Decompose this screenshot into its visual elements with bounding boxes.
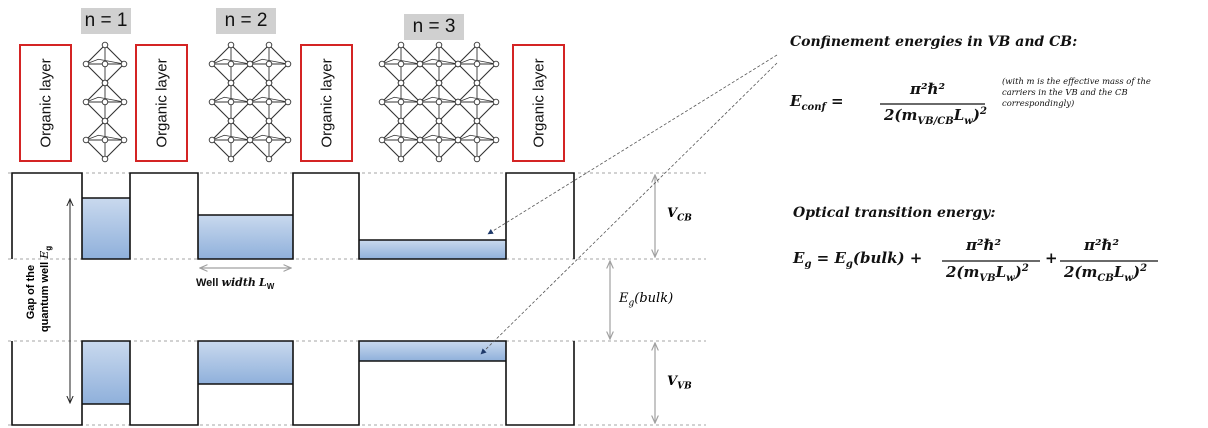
octahedron [378, 41, 424, 87]
octahedron [82, 117, 128, 163]
optical-denominator-1: 2(mVBLw)2 [946, 263, 1029, 284]
organic-layer-3: Organic layer [300, 44, 353, 162]
octahedron [246, 41, 292, 87]
optical-numerator-2: π²ℏ² [1084, 236, 1120, 254]
offset-arrows [610, 175, 655, 423]
octahedron [208, 117, 254, 163]
confinement-lhs: Econf = [790, 92, 844, 113]
perovskite-structures [82, 41, 500, 163]
cb-well-n3 [359, 240, 506, 259]
eg-bulk-label: Eg(bulk) [619, 291, 674, 309]
pointer-to-vb [480, 62, 778, 355]
confinement-denominator: 2(mVB/CBLw)2 [884, 106, 987, 127]
vvb-label: VVB [667, 374, 692, 392]
well-fills [82, 198, 506, 404]
organic-layer-4: Organic layer [512, 44, 565, 162]
vb-well-n1 [82, 341, 130, 404]
vb-well-n3 [359, 341, 506, 361]
octahedron [416, 41, 462, 87]
vb-well-n2 [198, 341, 293, 384]
organic-layer-1: Organic layer [19, 44, 72, 162]
valence-band-line [11, 340, 575, 426]
gap-label: Gap of the quantum well Eg [24, 245, 54, 333]
octahedron [416, 79, 462, 125]
organic-layer-2: Organic layer [135, 44, 188, 162]
octahedron [208, 41, 254, 87]
octahedron [416, 117, 462, 163]
cb-well-n2 [198, 215, 293, 259]
optical-numerator-1: π²ℏ² [966, 236, 1002, 254]
confinement-heading: Confinement energies in VB and CB: [790, 34, 1078, 50]
cb-well-n1 [82, 198, 130, 259]
confinement-note: (with m is the effective mass of the car… [1002, 76, 1151, 108]
optical-lhs: Eg = Eg(bulk) + [793, 249, 923, 270]
vcb-label: VCB [667, 206, 692, 224]
confinement-numerator: π²ℏ² [910, 80, 946, 98]
octahedron [82, 79, 128, 125]
pointer-to-cb [487, 54, 778, 235]
octahedron [378, 117, 424, 163]
well-width-label: Well width LW [196, 276, 275, 292]
n3-label: n = 3 [404, 14, 464, 40]
fraction-bars [880, 103, 1158, 262]
octahedron [378, 79, 424, 125]
optical-heading: Optical transition energy: [793, 205, 996, 221]
pointer-arrows [480, 54, 778, 355]
octahedron [454, 41, 500, 87]
optical-denominator-2: 2(mCBLw)2 [1064, 263, 1148, 284]
optical-plus: + [1045, 249, 1058, 267]
conduction-band-line [11, 172, 575, 260]
octahedron [208, 79, 254, 125]
band-profiles [11, 172, 575, 426]
n1-label: n = 1 [81, 8, 131, 34]
octahedron [82, 41, 128, 87]
octahedron [454, 117, 500, 163]
octahedron [454, 79, 500, 125]
octahedron [246, 79, 292, 125]
n2-label: n = 2 [216, 8, 276, 34]
octahedron [246, 117, 292, 163]
